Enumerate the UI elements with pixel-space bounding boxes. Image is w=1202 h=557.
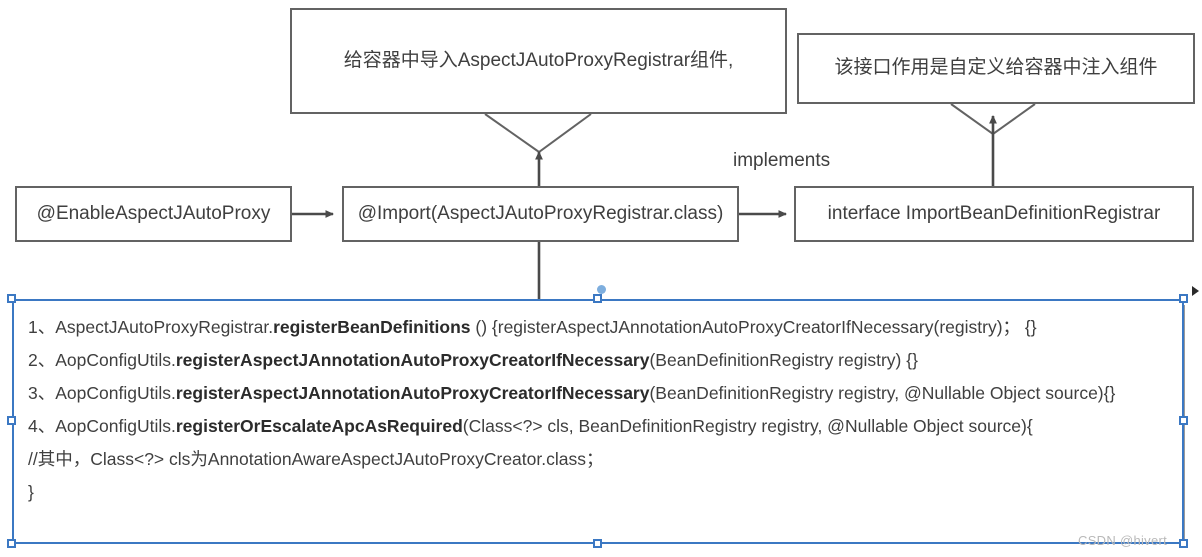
pointer-nub-icon xyxy=(1192,286,1199,296)
node-import-registrar-class[interactable]: @Import(AspectJAutoProxyRegistrar.class) xyxy=(342,186,739,242)
callout-interface-purpose: 该接口作用是自定义给容器中注入组件 xyxy=(797,33,1195,104)
code-description-textbox[interactable]: 1、AspectJAutoProxyRegistrar.registerBean… xyxy=(12,299,1184,544)
resize-handle-top-right[interactable] xyxy=(1179,294,1188,303)
node-import-registrar-class-label: @Import(AspectJAutoProxyRegistrar.class) xyxy=(357,202,724,224)
code-line-prefix: AopConfigUtils. xyxy=(55,416,176,436)
watermark: CSDN @hivert xyxy=(1078,533,1168,548)
code-line: 3、AopConfigUtils.registerAspectJAnnotati… xyxy=(28,377,1168,410)
node-import-bean-definition-registrar[interactable]: interface ImportBeanDefinitionRegistrar xyxy=(794,186,1194,242)
code-line-index: 1、 xyxy=(28,317,56,337)
code-line-suffix: (BeanDefinitionRegistry registry, @Nulla… xyxy=(649,383,1116,403)
code-line-prefix: AopConfigUtils. xyxy=(55,350,176,370)
code-line: 2、AopConfigUtils.registerAspectJAnnotati… xyxy=(28,344,1168,377)
code-line-prefix: AopConfigUtils. xyxy=(55,383,176,403)
code-line-method: registerBeanDefinitions xyxy=(273,317,471,337)
code-line-suffix: (Class<?> cls, BeanDefinitionRegistry re… xyxy=(462,416,1033,436)
edge-label-implements: implements xyxy=(733,150,831,171)
node-import-bean-definition-registrar-label: interface ImportBeanDefinitionRegistrar xyxy=(827,202,1161,224)
resize-handle-bottom-center[interactable] xyxy=(593,539,602,548)
callout-import-registrar-label: 给容器中导入AspectJAutoProxyRegistrar组件, xyxy=(343,49,734,71)
code-line-method: registerAspectJAnnotationAutoProxyCreato… xyxy=(175,383,650,403)
resize-handle-bottom-left[interactable] xyxy=(7,539,16,548)
callout-import-registrar: 给容器中导入AspectJAutoProxyRegistrar组件, xyxy=(290,8,787,114)
resize-handle-top-center[interactable] xyxy=(593,294,602,303)
resize-handle-middle-left[interactable] xyxy=(7,416,16,425)
code-line-suffix: () {registerAspectJAnnotationAutoProxyCr… xyxy=(470,317,1037,337)
code-line-index: 2、 xyxy=(28,350,56,370)
resize-handle-top-left[interactable] xyxy=(7,294,16,303)
rotation-handle[interactable] xyxy=(597,285,606,294)
resize-handle-bottom-right[interactable] xyxy=(1179,539,1188,548)
code-line-comment-text: //其中，Class<?> cls为AnnotationAwareAspectJ… xyxy=(28,449,604,469)
node-enable-aspectj-autoproxy-label: @EnableAspectJAutoProxy xyxy=(36,202,271,224)
code-line-method: registerAspectJAnnotationAutoProxyCreato… xyxy=(175,350,650,370)
code-line-index: 4、 xyxy=(28,416,56,436)
node-enable-aspectj-autoproxy[interactable]: @EnableAspectJAutoProxy xyxy=(15,186,292,242)
resize-handle-middle-right[interactable] xyxy=(1179,416,1188,425)
code-line-closing-brace: } xyxy=(28,476,1168,509)
code-line-prefix: AspectJAutoProxyRegistrar. xyxy=(55,317,274,337)
code-line-comment: //其中，Class<?> cls为AnnotationAwareAspectJ… xyxy=(28,443,1168,476)
code-line: 1、AspectJAutoProxyRegistrar.registerBean… xyxy=(28,311,1168,344)
code-line-closing-brace-text: } xyxy=(28,482,34,502)
code-line-suffix: (BeanDefinitionRegistry registry) {} xyxy=(649,350,918,370)
callout-interface-purpose-label: 该接口作用是自定义给容器中注入组件 xyxy=(834,57,1158,79)
code-line: 4、AopConfigUtils.registerOrEscalateApcAs… xyxy=(28,410,1168,443)
code-line-index: 3、 xyxy=(28,383,56,403)
code-line-method: registerOrEscalateApcAsRequired xyxy=(175,416,463,436)
